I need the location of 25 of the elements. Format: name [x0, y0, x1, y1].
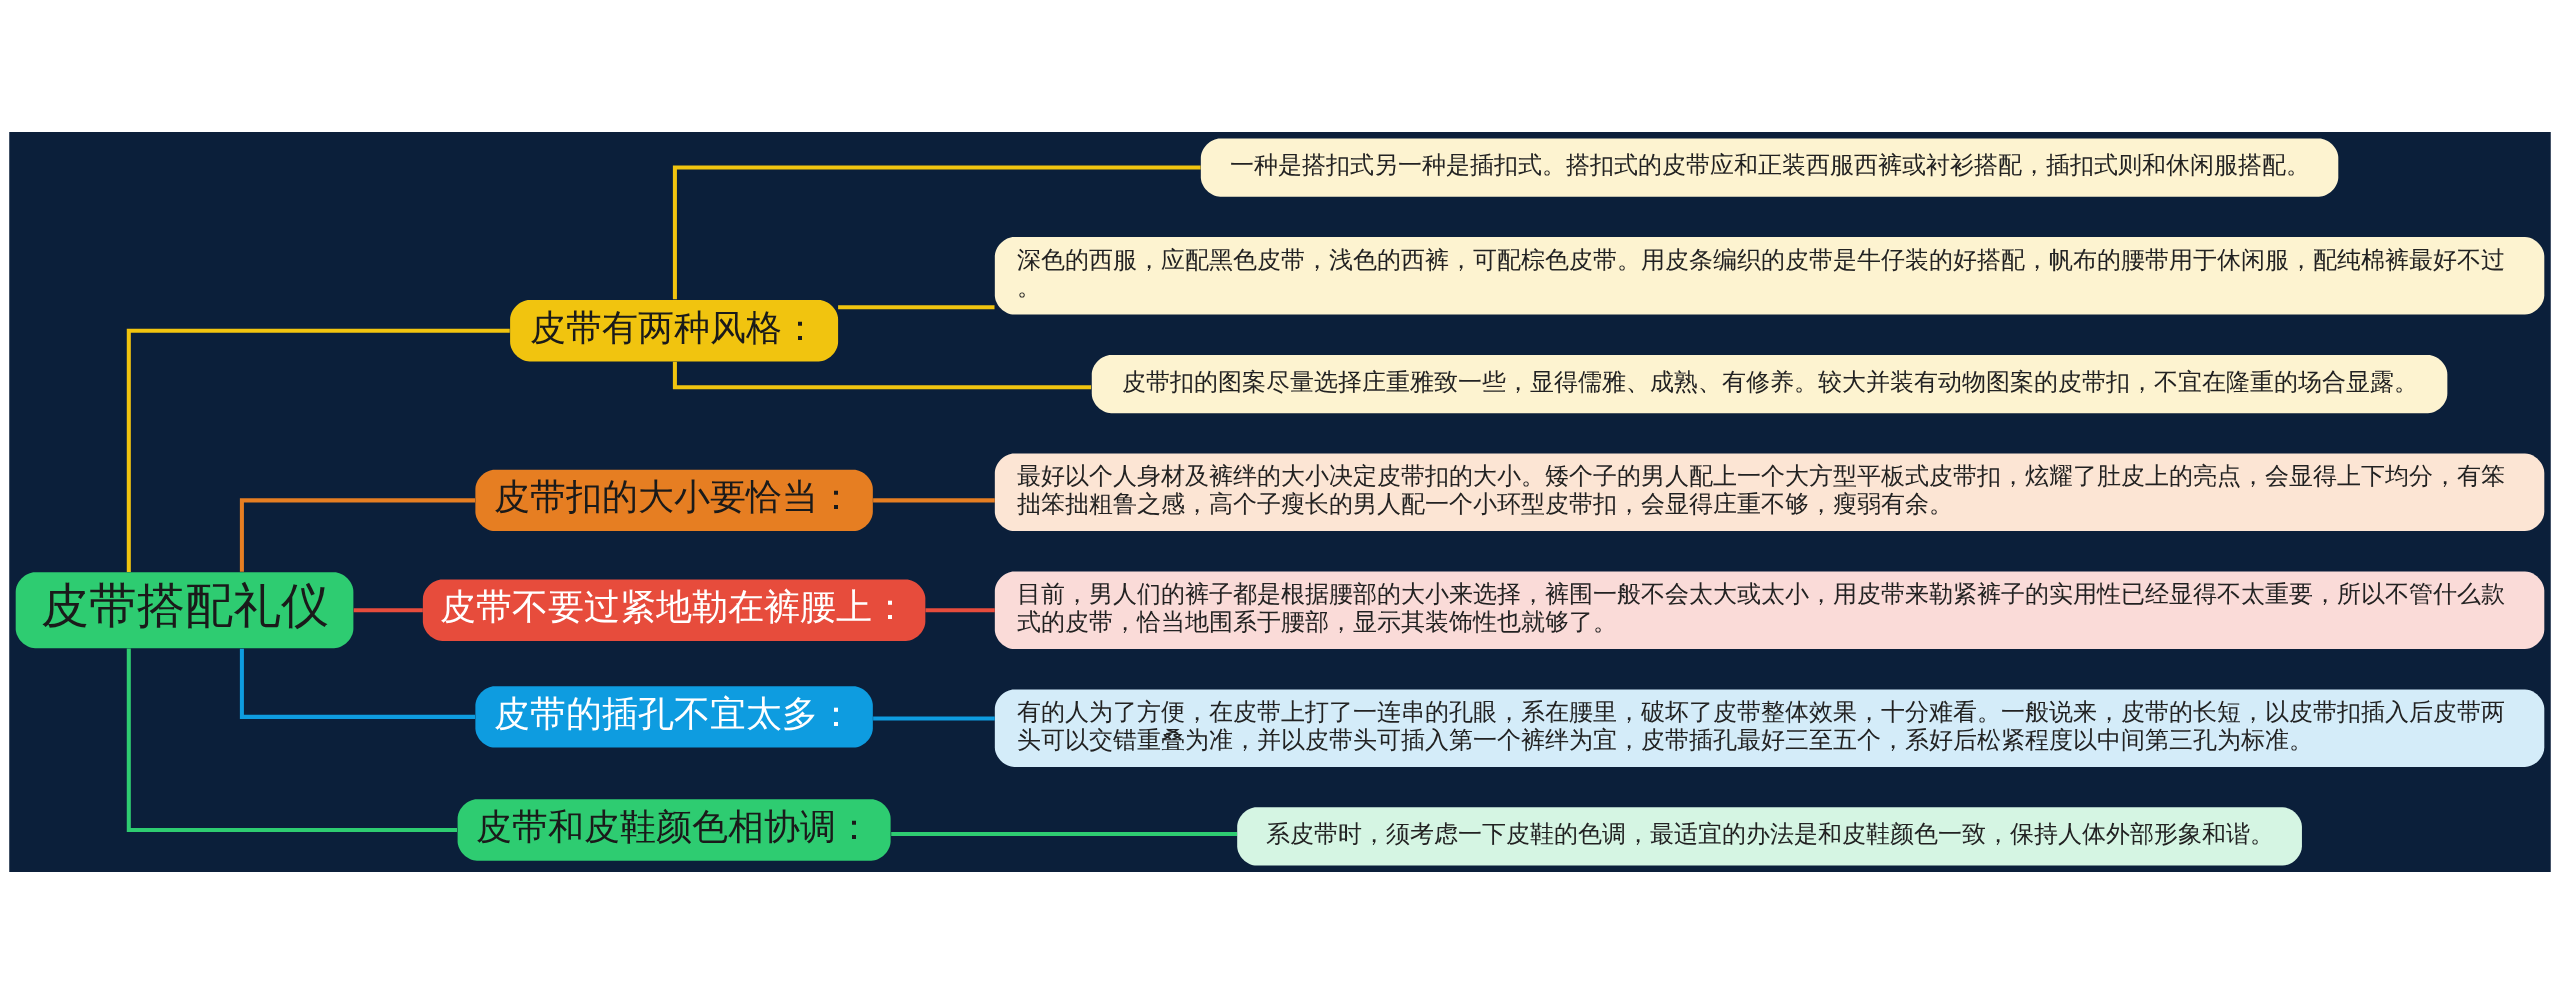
connector [891, 831, 1237, 836]
connector [239, 648, 476, 719]
node-box: 皮带扣的图案尽量选择庄重雅致一些，显得儒雅、成熟、有修养。较大并装有动物图案的皮带扣，不宜在隆重的场合显露。 [1091, 354, 2448, 413]
connector [672, 165, 1201, 299]
node-box: 皮带和皮鞋颜色相协调： [457, 798, 891, 861]
connector [239, 497, 476, 572]
connector [873, 716, 995, 721]
node-box: 皮带的插孔不宜太多： [475, 685, 873, 748]
node-box: 目前，男人们的裤子都是根据腰部的大小来选择，裤围一般不会太大或太小，用皮带来勒紧裤子的实用性已经显得不太重要，所以不管什么款式的皮带，恰当地围系于腰部，显示其装饰性也就够了。 [994, 571, 2545, 649]
connector [126, 648, 457, 832]
connector [353, 607, 423, 612]
connector [672, 361, 1092, 389]
node-box: 深色的西服，应配黑色皮带，浅色的西裤，可配棕色皮带。用皮条编织的皮带是牛仔装的好搭配，帆布的腰带用于休闲服，配纯棉裤最好不过。 [994, 236, 2545, 315]
connector [925, 607, 995, 612]
connector [873, 497, 995, 502]
node-box: 一种是搭扣式另一种是插扣式。搭扣式的皮带应和正装西服西裤或衬衫搭配，插扣式则和休闲服搭配。 [1200, 137, 2339, 197]
node-box: 皮带扣的大小要恰当： [475, 469, 873, 531]
node-box: 最好以个人身材及裤绊的大小决定皮带扣的大小。矮个子的男人配上一个大方型平板式皮带扣，炫耀了肚皮上的亮点，会显得上下均分，有笨拙笨拙粗鲁之感，高个子瘦长的男人配一个小环型皮带扣，会显得庄重不够，瘦弱有余。 [994, 453, 2545, 531]
connector [126, 328, 510, 572]
node-box: 皮带不要过紧地勒在裤腰上： [422, 579, 926, 641]
node-box: 皮带有两种风格： [510, 299, 839, 361]
node-box: 皮带搭配礼仪 [15, 571, 354, 648]
node-box: 系皮带时，须考虑一下皮鞋的色调，最适宜的办法是和皮鞋颜色一致，保持人体外部形象和谐。 [1237, 806, 2302, 866]
node-box: 有的人为了方便，在皮带上打了一连串的孔眼，系在腰里，破坏了皮带整体效果，十分难看。一般说来，皮带的长短，以皮带扣插入后皮带两头可以交错重叠为准，并以皮带头可插入第一个裤绊为宜，皮带插孔最好三至五个，系好后松紧程度以中间第三孔为标准。 [994, 688, 2545, 767]
connector [838, 304, 995, 309]
